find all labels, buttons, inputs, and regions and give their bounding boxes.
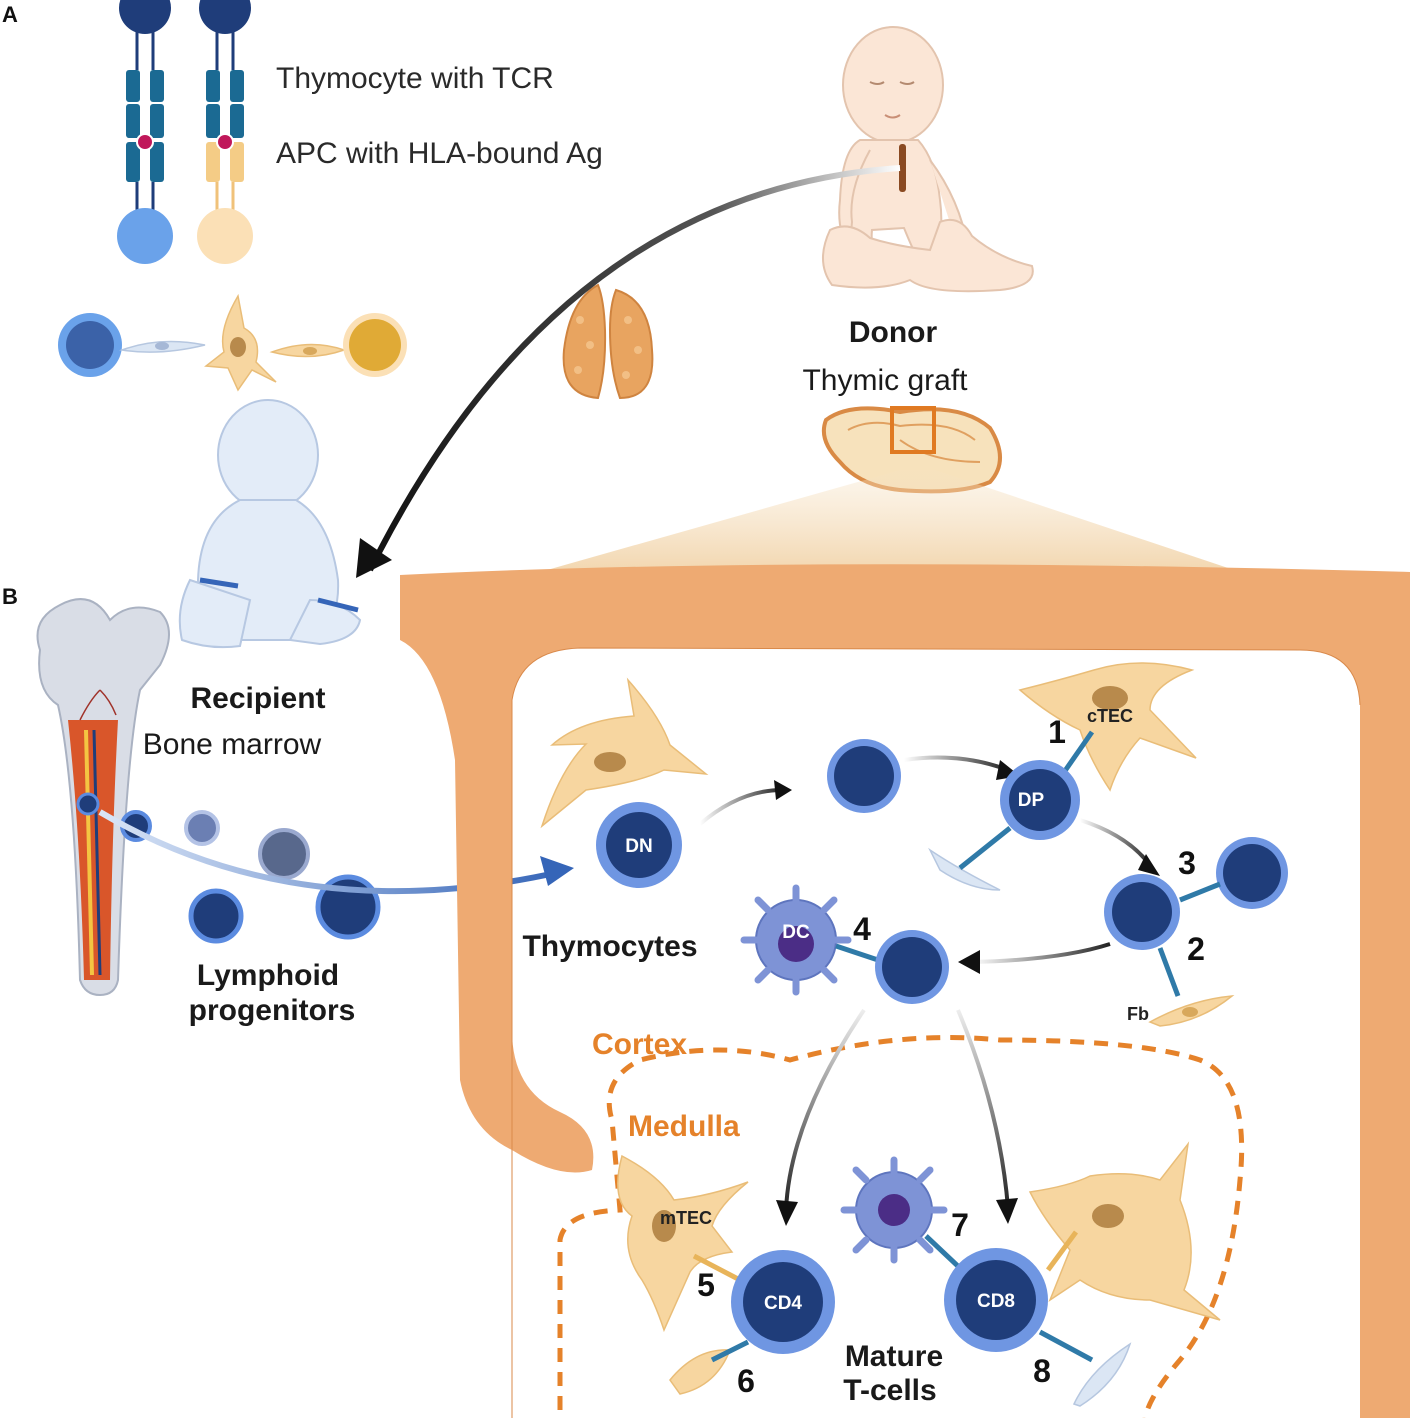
dc-label: DC [782, 922, 810, 943]
arrow-dn-head [774, 780, 792, 800]
thymus-capsule [400, 564, 1410, 1418]
progenitor-arrowhead [540, 856, 574, 886]
arrow-selection-head [958, 950, 980, 974]
mature-label-line1: Mature [845, 1340, 943, 1373]
step-6: 6 [737, 1363, 755, 1399]
tcr-link-cd4-fb [710, 1339, 750, 1363]
fibroblast-cell [1148, 995, 1235, 1027]
arrow-dp-to-selection [1079, 818, 1154, 870]
ctec-label: cTEC [1087, 706, 1133, 726]
lymphoid-label-line2: progenitors [189, 994, 356, 1027]
region-medulla: Medulla [628, 1110, 740, 1143]
cortical-epithelial-cell [540, 677, 709, 829]
graft-arrowhead [356, 538, 392, 578]
donor-title: Donor [849, 316, 938, 349]
arrow-to-cd4-head [776, 1200, 798, 1226]
cd4-label: CD4 [764, 1293, 802, 1314]
step-1: 1 [1048, 714, 1066, 750]
step-8: 8 [1033, 1353, 1051, 1389]
mature-label-line2: T-cells [843, 1374, 936, 1407]
tcr-link-fb [1157, 947, 1181, 997]
legend-apc-hla: APC with HLA-bound Ag [276, 137, 603, 170]
fibroblast-medulla-right [1072, 1342, 1132, 1407]
cortex-boundary [511, 647, 1361, 1418]
selecting-thymocyte [1104, 874, 1180, 950]
mtec-label: mTEC [660, 1208, 712, 1228]
ctec-cell [1018, 662, 1197, 792]
tcr-link-mtec [692, 1253, 742, 1283]
thymocytes-label: Thymocytes [522, 930, 697, 963]
step-3: 3 [1178, 845, 1196, 881]
panel-label-a: A [2, 2, 18, 27]
tcr-link-mtec-cd8 [1045, 1230, 1079, 1272]
recipient-title: Recipient [190, 682, 325, 715]
step-2: 2 [1187, 931, 1205, 967]
thymus-lobes-illustration [562, 283, 654, 400]
tcr-link-dc-cd8 [924, 1234, 964, 1272]
arrow-selection-to-dc [971, 942, 1111, 964]
dendritic-cell-medulla [840, 1156, 948, 1264]
arrow-dn-to-next [698, 788, 783, 826]
graft-transfer-arrow [367, 165, 901, 572]
arrow-to-dp [903, 755, 1009, 772]
step-4: 4 [853, 911, 871, 947]
mtec-cell-right [1028, 1141, 1221, 1321]
dn-label: DN [625, 836, 652, 857]
medulla-boundary [557, 1035, 1245, 1418]
dp-thymocyte [1000, 760, 1080, 840]
mtec-cell [617, 1154, 749, 1333]
dendritic-cell-cortex [740, 884, 852, 996]
zoom-cone [540, 470, 1240, 572]
arrow-dp-head [1138, 854, 1160, 876]
tcr-link-thymocyte-pair [1179, 881, 1221, 903]
intermediate-thymocyte [827, 739, 901, 813]
fibroblast-cortex [928, 847, 1001, 891]
recipient-infant-illustration [178, 399, 362, 649]
recipient-subtitle: Bone marrow [143, 728, 322, 761]
cd8-label: CD8 [977, 1291, 1015, 1312]
lymphoid-label-line1: Lymphoid [197, 959, 339, 992]
arrow-to-cd8-head [996, 1198, 1018, 1224]
cd8-t-cell [944, 1248, 1048, 1352]
tcr-link-cd8-fb [1038, 1329, 1094, 1363]
post-selection-thymocyte [875, 930, 949, 1004]
legend-cell-row [58, 293, 407, 392]
femur-bone-illustration [36, 598, 170, 997]
donor-infant-illustration [822, 26, 1034, 293]
legend-thymocyte-tcr: Thymocyte with TCR [276, 62, 554, 95]
fb-label: Fb [1127, 1004, 1149, 1024]
thymic-graft-slice [821, 406, 1002, 494]
hla-receptor-icon [197, 0, 253, 264]
tcr-link-fb-dp [958, 826, 1012, 870]
region-cortex: Cortex [592, 1028, 687, 1061]
cd4-t-cell [731, 1250, 835, 1354]
donor-subtitle: Thymic graft [802, 364, 968, 397]
partner-thymocyte [1216, 837, 1288, 909]
arrow-to-cd8 [956, 1009, 1010, 1209]
arrow-to-cd4 [784, 1008, 866, 1211]
dn-thymocyte [596, 802, 682, 888]
step-5: 5 [697, 1267, 715, 1303]
step-7: 7 [951, 1207, 969, 1243]
tcr-receptor-icon [117, 0, 173, 264]
tcr-link-dc [835, 943, 879, 963]
panel-label-b: B [2, 584, 18, 609]
dp-label: DP [1018, 790, 1045, 811]
